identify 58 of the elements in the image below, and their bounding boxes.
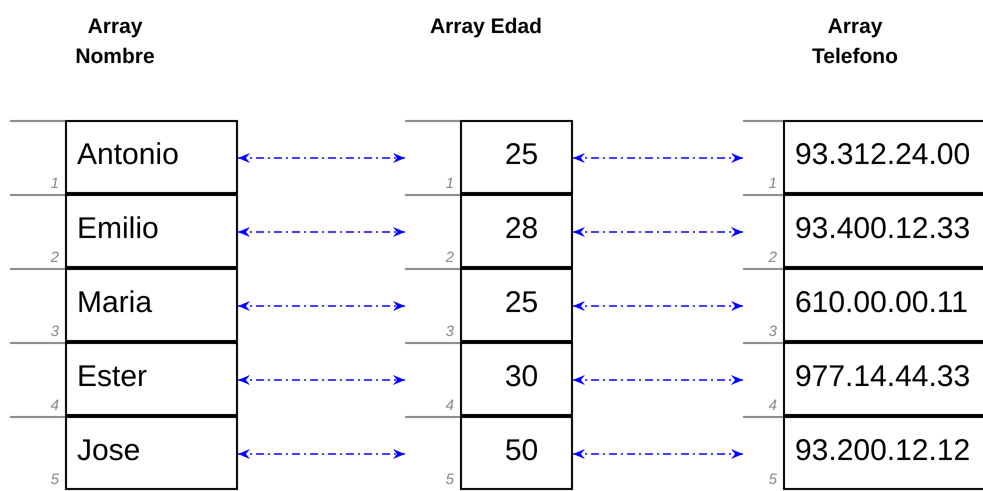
array-row (405, 120, 573, 194)
array-row (10, 342, 238, 416)
array-cell: 977.14.44.33 (783, 342, 983, 416)
double-arrow (238, 153, 405, 163)
double-arrow (573, 227, 743, 237)
index-number: 2 (444, 250, 454, 266)
array-row (10, 416, 238, 490)
array-cell: 50 (460, 416, 573, 490)
array-row (743, 120, 983, 194)
array-cell: 28 (460, 194, 573, 268)
index-number: 2 (768, 250, 777, 266)
array-row (405, 416, 573, 490)
index-number: 4 (768, 398, 777, 414)
array-cell: 25 (460, 268, 573, 342)
double-arrow (238, 227, 405, 237)
index-number: 5 (50, 472, 59, 488)
array-cell: Emilio (65, 194, 238, 268)
index-number: 3 (50, 324, 59, 340)
double-arrow (238, 449, 405, 459)
index-number: 4 (50, 398, 59, 414)
double-arrow (573, 449, 743, 459)
double-arrow (573, 153, 743, 163)
array-row (405, 342, 573, 416)
array-row (405, 268, 573, 342)
array-cell: 610.00.00.11 (783, 268, 983, 342)
index-number: 3 (768, 324, 777, 340)
column-heading: Array Telefono (811, 14, 899, 70)
double-arrow (238, 301, 405, 311)
index-number: 5 (444, 472, 454, 488)
index-number: 2 (50, 250, 59, 266)
array-cell: 30 (460, 342, 573, 416)
index-number: 3 (444, 324, 454, 340)
array-cell: Jose (65, 416, 238, 490)
array-row (10, 120, 238, 194)
array-cell: 93.200.12.12 (783, 416, 983, 490)
index-number: 1 (444, 176, 454, 192)
index-number: 1 (768, 176, 777, 192)
index-number: 4 (444, 398, 454, 414)
array-cell: Maria (65, 268, 238, 342)
array-cell: Antonio (65, 120, 238, 194)
column-heading: Array Nombre (74, 14, 156, 70)
index-number: 5 (768, 472, 777, 488)
array-row (10, 268, 238, 342)
array-row (743, 194, 983, 268)
array-cell: 93.400.12.33 (783, 194, 983, 268)
array-row (10, 194, 238, 268)
array-row (743, 342, 983, 416)
array-cell: 25 (460, 120, 573, 194)
double-arrow (238, 375, 405, 385)
array-row (743, 268, 983, 342)
array-row (405, 194, 573, 268)
array-cell: Ester (65, 342, 238, 416)
column-heading: Array Edad (428, 14, 544, 40)
array-cell: 93.312.24.00 (783, 120, 983, 194)
index-number: 1 (50, 176, 59, 192)
array-row (743, 416, 983, 490)
double-arrow (573, 301, 743, 311)
double-arrow (573, 375, 743, 385)
